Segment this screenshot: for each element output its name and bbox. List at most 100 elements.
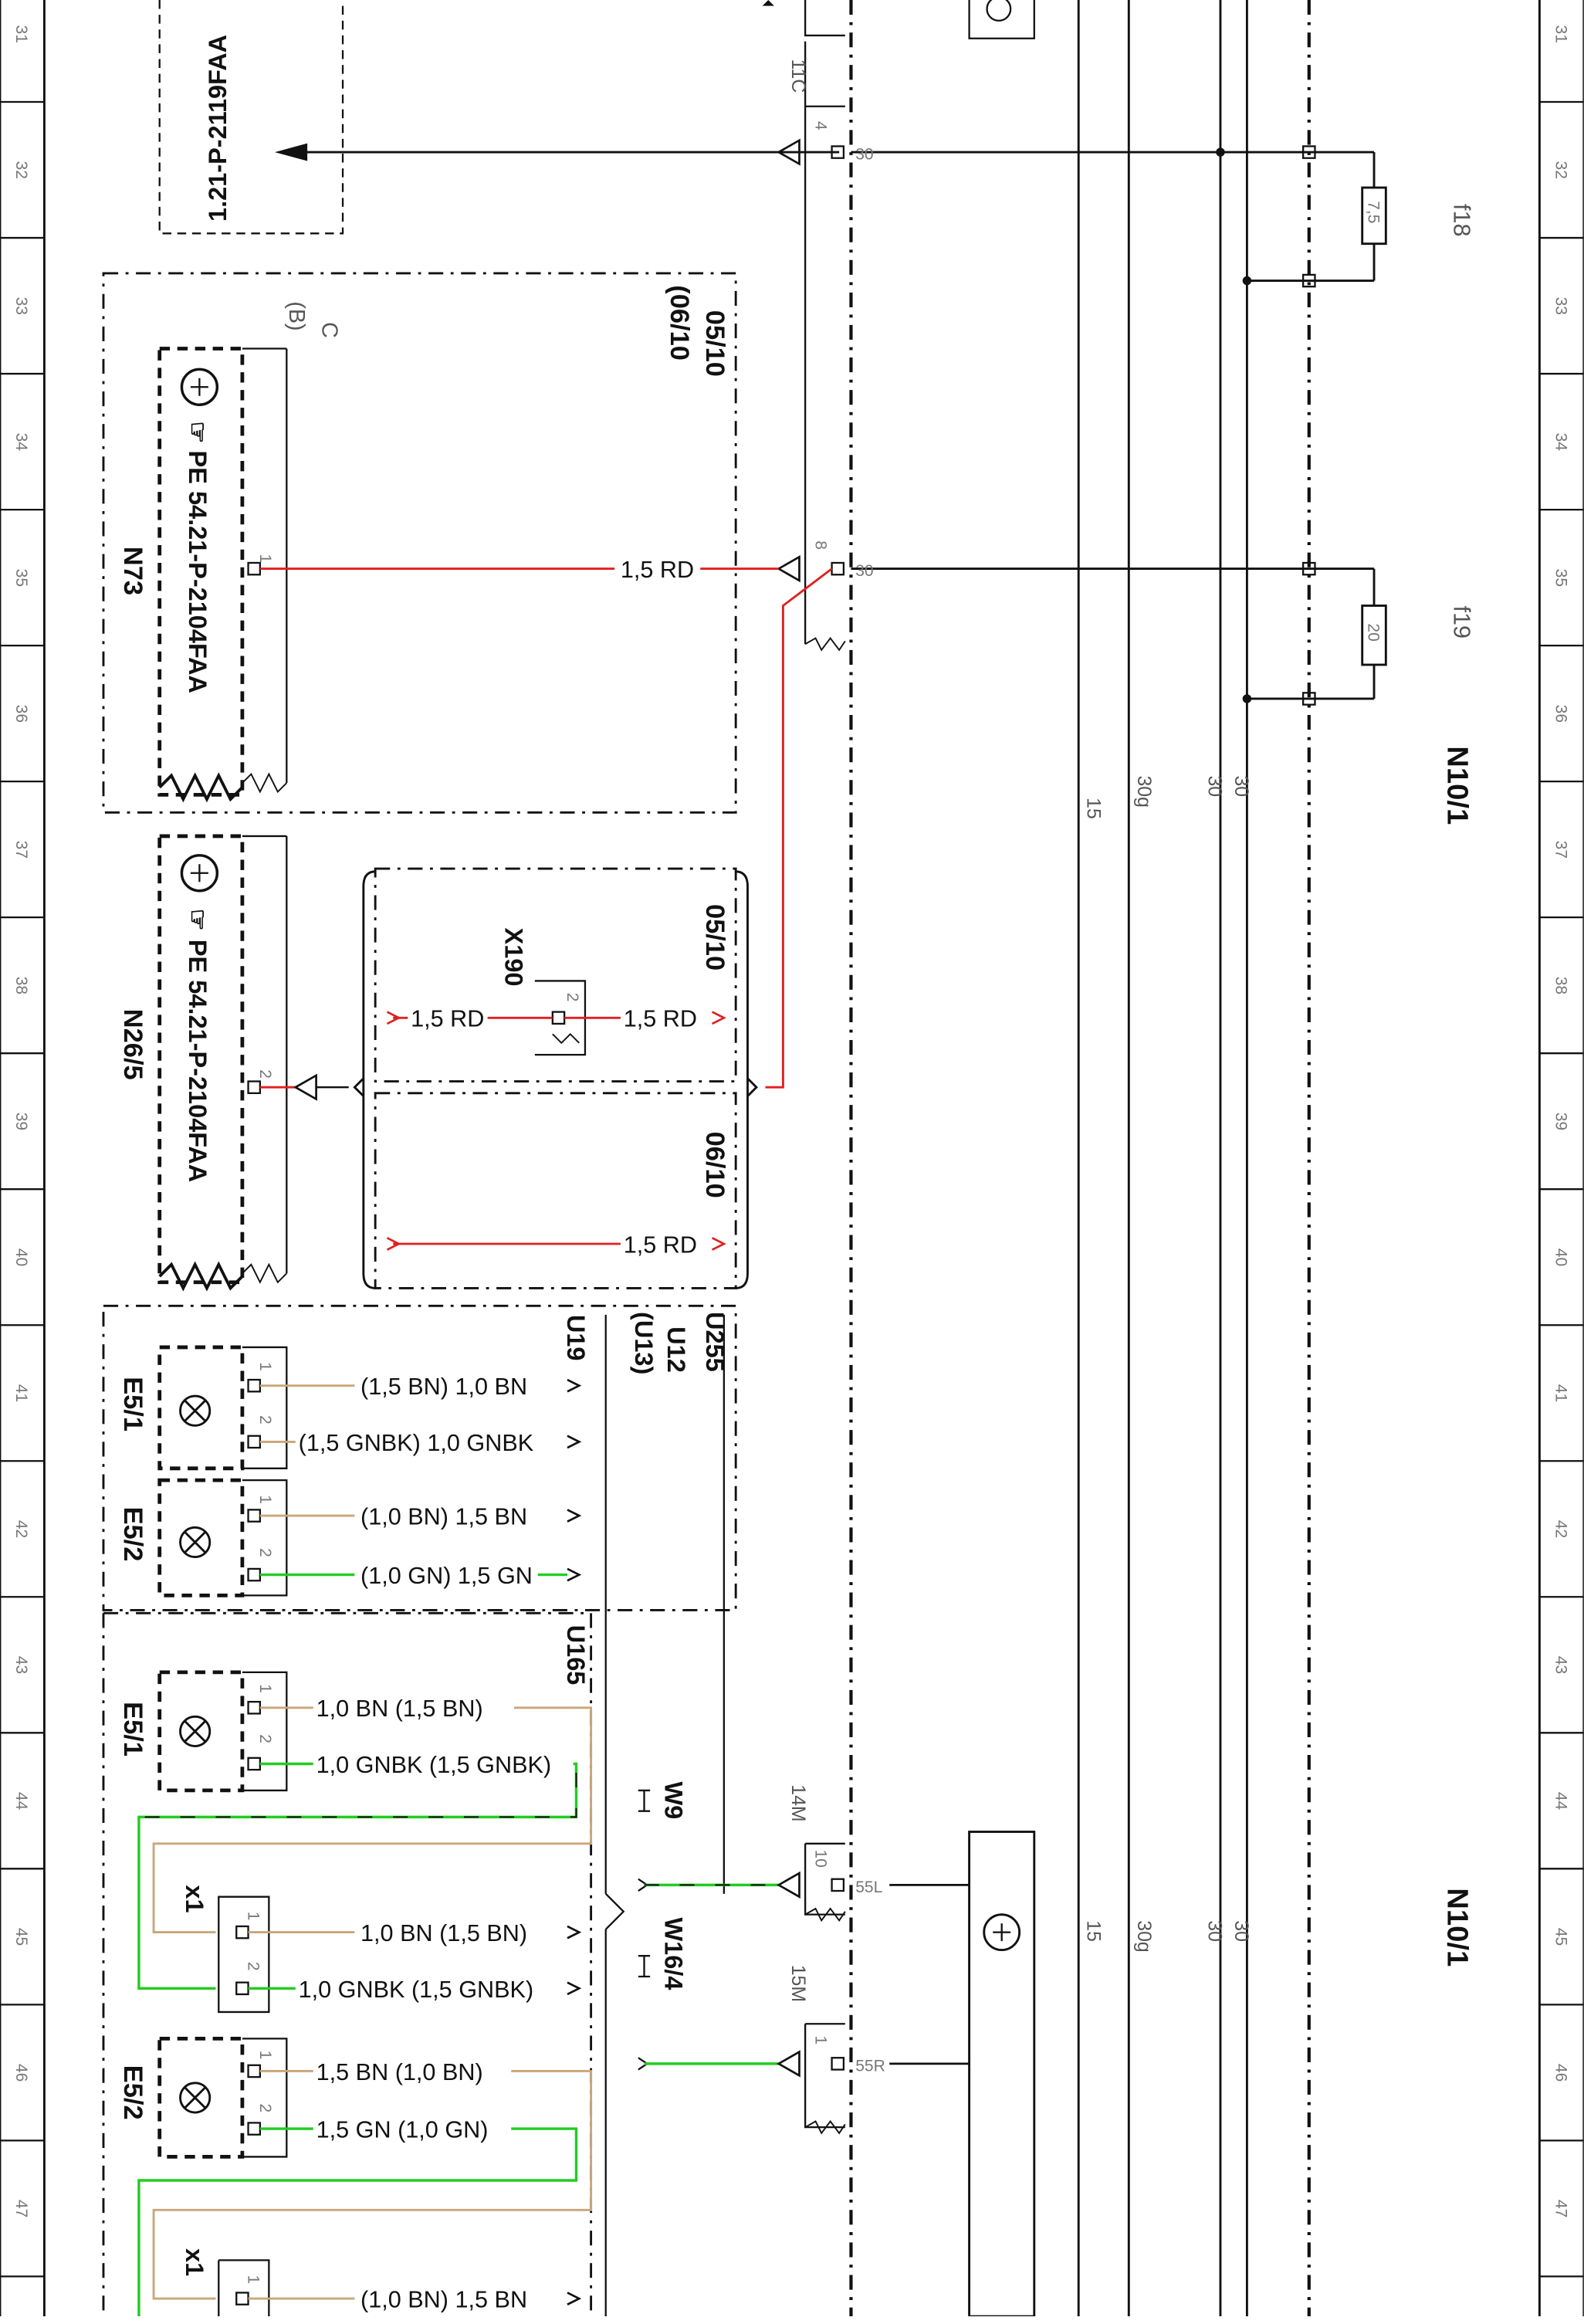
e5-1b-pin2: 2 <box>256 1734 274 1743</box>
e5-2-lower-label: E5/2 <box>118 2065 147 2120</box>
e5-2b-wire1: 1,5 BN (1,0 BN) <box>316 2059 483 2085</box>
connector-14m-signal: 55L <box>855 1879 882 1896</box>
variant-box1-b: (06/10 <box>665 285 694 361</box>
connector-8-signal: 30 <box>855 562 873 580</box>
n26-5-ref-icon: ☞ <box>184 909 212 931</box>
e5-2b-pin2: 2 <box>256 2104 274 2113</box>
n73-ref[interactable]: PE 54.21-P-2104FAA <box>184 451 212 693</box>
lamp-e5-1-upper[interactable]: E5/1 1 2 (1,5 BN) 1,0 BN (1,5 GNBK) 1,0 … <box>118 1345 582 1471</box>
e5-1b-wire2: 1,0 GNBK (1,5 GNBK) <box>316 1752 552 1778</box>
variant-box1-c: C <box>316 322 341 338</box>
connector-14m-pin: 10 <box>812 1849 830 1867</box>
wire-rd-0610: 1,5 RD <box>386 1231 726 1258</box>
lamp-e5-1-lower[interactable]: E5/1 1 2 1,0 BN (1,5 BN) 1,0 GNBK (1,5 G… <box>118 1670 593 1990</box>
lamp-e5-2-upper[interactable]: E5/2 1 2 (1,0 BN) 1,5 BN (1,0 GN) 1,5 GN <box>118 1478 582 1597</box>
rail-label-30b-a: 30 <box>1230 775 1252 797</box>
variant-box1-a: 05/10 <box>700 310 729 377</box>
connector-x1-upper[interactable]: x1 1 2 1,0 BN (1,5 BN) 1,0 GNBK (1,5 GNB… <box>181 1885 582 2014</box>
fuse-f18-name: f18 <box>1448 204 1474 237</box>
transistor-module <box>968 1831 1036 2318</box>
right-ruler-number: 33 <box>1552 297 1569 315</box>
variant-box1-d: (B) <box>284 301 309 330</box>
connector-15m[interactable]: 15M 1 55R <box>638 1965 970 2135</box>
left-ruler-number: 35 <box>12 569 30 587</box>
connector-11c-pin: 4 <box>812 121 830 130</box>
e5-2a-pin1: 1 <box>256 1495 274 1504</box>
rail-label-30b-b: 30 <box>1230 1920 1252 1942</box>
connector-15m-pin: 1 <box>812 2036 830 2045</box>
fuse-f18[interactable]: 7,5 f18 <box>851 145 1474 288</box>
right-ruler-number: 39 <box>1552 1113 1569 1130</box>
n26-5-ref[interactable]: PE 54.21-P-2104FAA <box>184 940 212 1182</box>
rail-label-15-a: 15 <box>1083 798 1105 819</box>
x1-lower-label: x1 <box>181 2248 208 2276</box>
ground-w9[interactable]: W9 <box>638 1781 687 1819</box>
right-ruler-number: 46 <box>1552 2064 1569 2082</box>
x1a-wire2: 1,0 GNBK (1,5 GNBK) <box>299 1977 534 2003</box>
wire-rd-n73: 1,5 RD <box>259 557 833 1089</box>
rail-label-30-b: 30 <box>1204 1920 1226 1942</box>
e5-2-upper-label: E5/2 <box>118 1507 147 1562</box>
left-ruler-number: 37 <box>12 841 30 859</box>
connector-15m-label: 15M <box>787 1965 809 2002</box>
rail-label-15-b: 15 <box>1083 1920 1105 1942</box>
component-n10-1-b[interactable]: N10/1 <box>1441 1888 1474 1967</box>
e5-1a-pin1: 1 <box>256 1362 274 1371</box>
top-partial-symbols <box>762 0 1035 39</box>
left-ruler-number: 36 <box>12 705 30 723</box>
variant-box-x190: 05/10 06/10 <box>353 867 758 1289</box>
right-ruler-number: 34 <box>1552 433 1569 452</box>
left-ruler-number: 34 <box>12 433 30 452</box>
x1-upper-label: x1 <box>181 1885 208 1912</box>
connector-x1-lower[interactable]: x1 1 (1,0 BN) 1,5 BN <box>181 2248 582 2317</box>
wire-rd-x190-left-label: 1,5 RD <box>411 1006 484 1032</box>
left-ruler-number: 43 <box>12 1656 30 1674</box>
n26-5-pin: 2 <box>256 1069 274 1079</box>
e5-2b-pin1: 1 <box>256 2051 274 2060</box>
right-ruler-number: 36 <box>1552 705 1569 723</box>
component-n10-1-a[interactable]: N10/1 <box>1441 746 1474 825</box>
n73-ref-icon: ☞ <box>184 421 212 443</box>
left-ruler-number: 46 <box>12 2064 30 2082</box>
right-ruler-number: 40 <box>1552 1248 1569 1266</box>
right-ruler-number: 38 <box>1552 977 1569 994</box>
e5-2a-wire1: (1,0 BN) 1,5 BN <box>360 1504 527 1530</box>
component-n26-5[interactable]: ☞ PE 54.21-P-2104FAA N26/5 2 <box>118 834 349 1292</box>
e5-1b-wire1: 1,0 BN (1,5 BN) <box>316 1696 483 1722</box>
component-n73[interactable]: ☞ PE 54.21-P-2104FAA N73 1 <box>118 347 288 803</box>
fuse-f18-value: 7,5 <box>1364 201 1382 223</box>
variant-u19: U19 <box>562 1315 590 1361</box>
connector-14m-label: 14M <box>787 1784 809 1821</box>
rail-label-30-a: 30 <box>1204 775 1226 797</box>
connector-11c-label: 11C <box>787 59 809 93</box>
ground-w16-4[interactable]: W16/4 <box>638 1917 687 1990</box>
arrowhead-left <box>275 143 308 161</box>
right-ruler-number: 35 <box>1552 569 1569 587</box>
e5-1a-wire1: (1,5 BN) 1,0 BN <box>360 1374 527 1400</box>
variant-u12: U12 <box>662 1326 690 1373</box>
variant-box2-b: 06/10 <box>700 1132 729 1198</box>
e5-2b-wire2: 1,5 GN (1,0 GN) <box>316 2117 489 2143</box>
connector-11c-signal: 30 <box>855 146 873 164</box>
e5-1a-pin2: 2 <box>256 1415 274 1425</box>
left-ruler-number: 39 <box>12 1113 30 1130</box>
left-ruler-number: 40 <box>12 1248 30 1266</box>
n26-5-label: N26/5 <box>118 1009 147 1080</box>
connector-14m[interactable]: 14M 10 55L <box>638 1784 970 1923</box>
fuse-f19-name: f19 <box>1448 605 1474 639</box>
left-ruler-number: 47 <box>12 2200 30 2217</box>
ref-top-label[interactable]: 1.21-P-2119FAA <box>204 35 232 222</box>
e5-2a-wire2: (1,0 GN) 1,5 GN <box>360 1563 533 1589</box>
e5-1b-pin1: 1 <box>256 1684 274 1693</box>
variant-u13: (U13) <box>630 1312 658 1374</box>
plug-symbol-11c <box>776 138 800 166</box>
connector-15m-signal: 55R <box>855 2057 885 2075</box>
right-ruler-number: 37 <box>1552 841 1569 859</box>
fuse-f19[interactable]: 20 f19 <box>851 561 1474 706</box>
right-ruler-number: 47 <box>1552 2200 1569 2217</box>
wire-rd-main-label: 1,5 RD <box>621 557 694 583</box>
connector-x190[interactable]: X190 2 <box>500 928 587 1056</box>
rail-label-30g-a: 30g <box>1133 775 1155 807</box>
